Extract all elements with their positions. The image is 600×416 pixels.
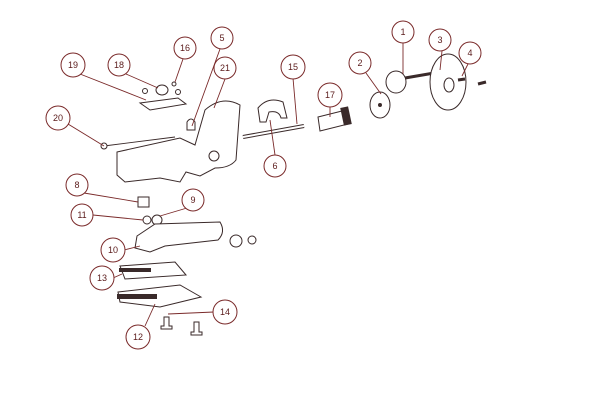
svg-text:16: 16 xyxy=(180,43,190,53)
svg-text:2: 2 xyxy=(357,58,362,68)
callout-11: 11 xyxy=(70,203,94,227)
callout-14: 14 xyxy=(212,299,238,325)
svg-text:5: 5 xyxy=(219,33,224,43)
shaft-core xyxy=(242,125,305,138)
cap-part xyxy=(247,235,257,245)
blade-teeth xyxy=(119,268,151,272)
roller-part xyxy=(229,234,243,248)
svg-text:13: 13 xyxy=(97,273,107,283)
callout-1: 1 xyxy=(391,20,415,44)
svg-text:10: 10 xyxy=(108,245,118,255)
screw-part-16 xyxy=(171,81,177,87)
leader-lines xyxy=(67,43,469,327)
callout-12: 12 xyxy=(125,324,151,350)
lever-arm-part xyxy=(134,221,224,253)
callout-4: 4 xyxy=(458,41,482,65)
housing-hole xyxy=(208,150,220,162)
screw-part-14 xyxy=(190,321,203,336)
callout-16: 16 xyxy=(173,36,197,60)
svg-text:17: 17 xyxy=(325,90,335,100)
bearing-part-1 xyxy=(385,70,407,94)
top-plate-part xyxy=(138,97,188,111)
screw-part xyxy=(142,88,148,94)
screw-part-4b xyxy=(477,80,487,86)
screw-part-4 xyxy=(457,77,466,82)
screw-part xyxy=(175,89,181,95)
callout-5: 5 xyxy=(210,26,234,50)
callout-21: 21 xyxy=(213,56,237,80)
svg-text:1: 1 xyxy=(400,27,405,37)
callout-17: 17 xyxy=(317,82,343,108)
cam-cover-part xyxy=(257,99,288,123)
screw-part-14 xyxy=(160,316,173,330)
svg-text:8: 8 xyxy=(74,180,79,190)
block-part-8 xyxy=(137,196,150,208)
svg-text:11: 11 xyxy=(77,210,86,220)
callout-13: 13 xyxy=(89,265,115,291)
callout-10: 10 xyxy=(100,237,126,263)
callout-2: 2 xyxy=(348,51,372,75)
callouts: 1 2 3 4 5 6 8 9 10 11 12 13 14 15 16 17 … xyxy=(45,20,482,350)
blade-part-12 xyxy=(117,284,203,308)
svg-text:15: 15 xyxy=(288,62,298,72)
callout-6: 6 xyxy=(263,154,287,178)
callout-20: 20 xyxy=(45,105,71,131)
callout-9: 9 xyxy=(181,188,205,212)
callout-15: 15 xyxy=(280,54,306,80)
svg-text:4: 4 xyxy=(467,48,472,58)
callout-3: 3 xyxy=(428,28,452,52)
svg-text:20: 20 xyxy=(53,113,63,123)
svg-text:3: 3 xyxy=(437,35,442,45)
sleeve-thread xyxy=(340,106,352,126)
svg-text:6: 6 xyxy=(272,161,277,171)
svg-text:19: 19 xyxy=(68,60,78,70)
svg-text:9: 9 xyxy=(190,195,195,205)
rod-part-20 xyxy=(103,136,176,147)
svg-text:12: 12 xyxy=(133,332,143,342)
blade-part-13 xyxy=(119,261,188,280)
washer-part-11 xyxy=(142,215,152,225)
parts xyxy=(100,53,487,336)
svg-text:18: 18 xyxy=(114,60,124,70)
pulley-hole xyxy=(378,103,382,107)
callout-18: 18 xyxy=(107,53,131,77)
disc-hole xyxy=(443,77,455,93)
spring-part-18 xyxy=(155,84,169,96)
blade-teeth xyxy=(117,294,157,299)
housing-slot xyxy=(186,118,196,131)
housing-part xyxy=(116,100,241,183)
callout-19: 19 xyxy=(60,52,86,78)
svg-text:21: 21 xyxy=(220,63,230,73)
svg-text:14: 14 xyxy=(220,307,230,317)
callout-8: 8 xyxy=(65,173,89,197)
